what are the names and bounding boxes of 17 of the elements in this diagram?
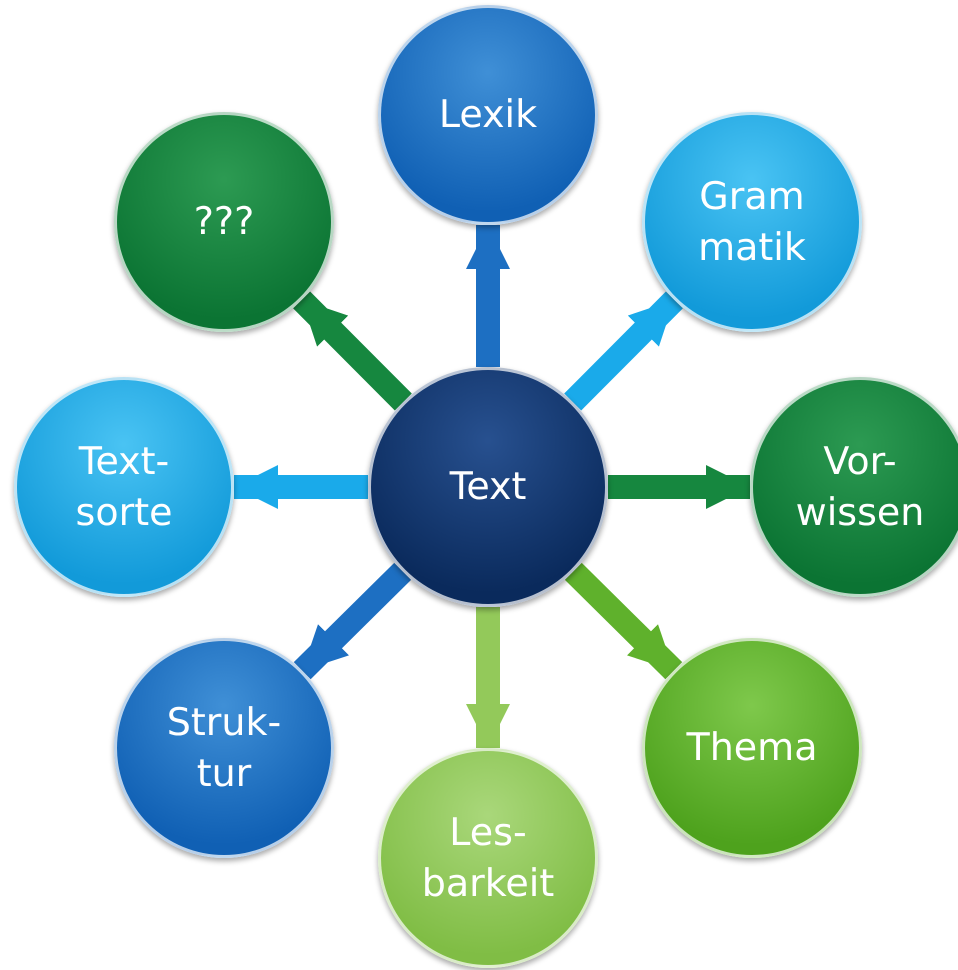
block-arrow	[234, 465, 368, 509]
node-label: ???	[194, 198, 254, 246]
node-label: Thema	[686, 724, 818, 772]
block-arrow	[564, 562, 682, 680]
node-label: Text	[450, 463, 526, 510]
block-arrow	[466, 607, 510, 748]
node-label: Les- barkeit	[422, 808, 554, 907]
block-arrow	[466, 225, 510, 367]
node-label: Vor- wissen	[796, 438, 924, 536]
node-label: Struk- tur	[166, 698, 282, 797]
block-arrow	[293, 291, 412, 410]
node-label: Text- sorte	[76, 438, 172, 536]
block-arrow	[294, 562, 412, 680]
block-arrow	[608, 465, 750, 509]
node-label: Lexik	[438, 91, 538, 138]
block-arrow	[564, 291, 683, 410]
node-label: Gram matik	[698, 172, 806, 271]
